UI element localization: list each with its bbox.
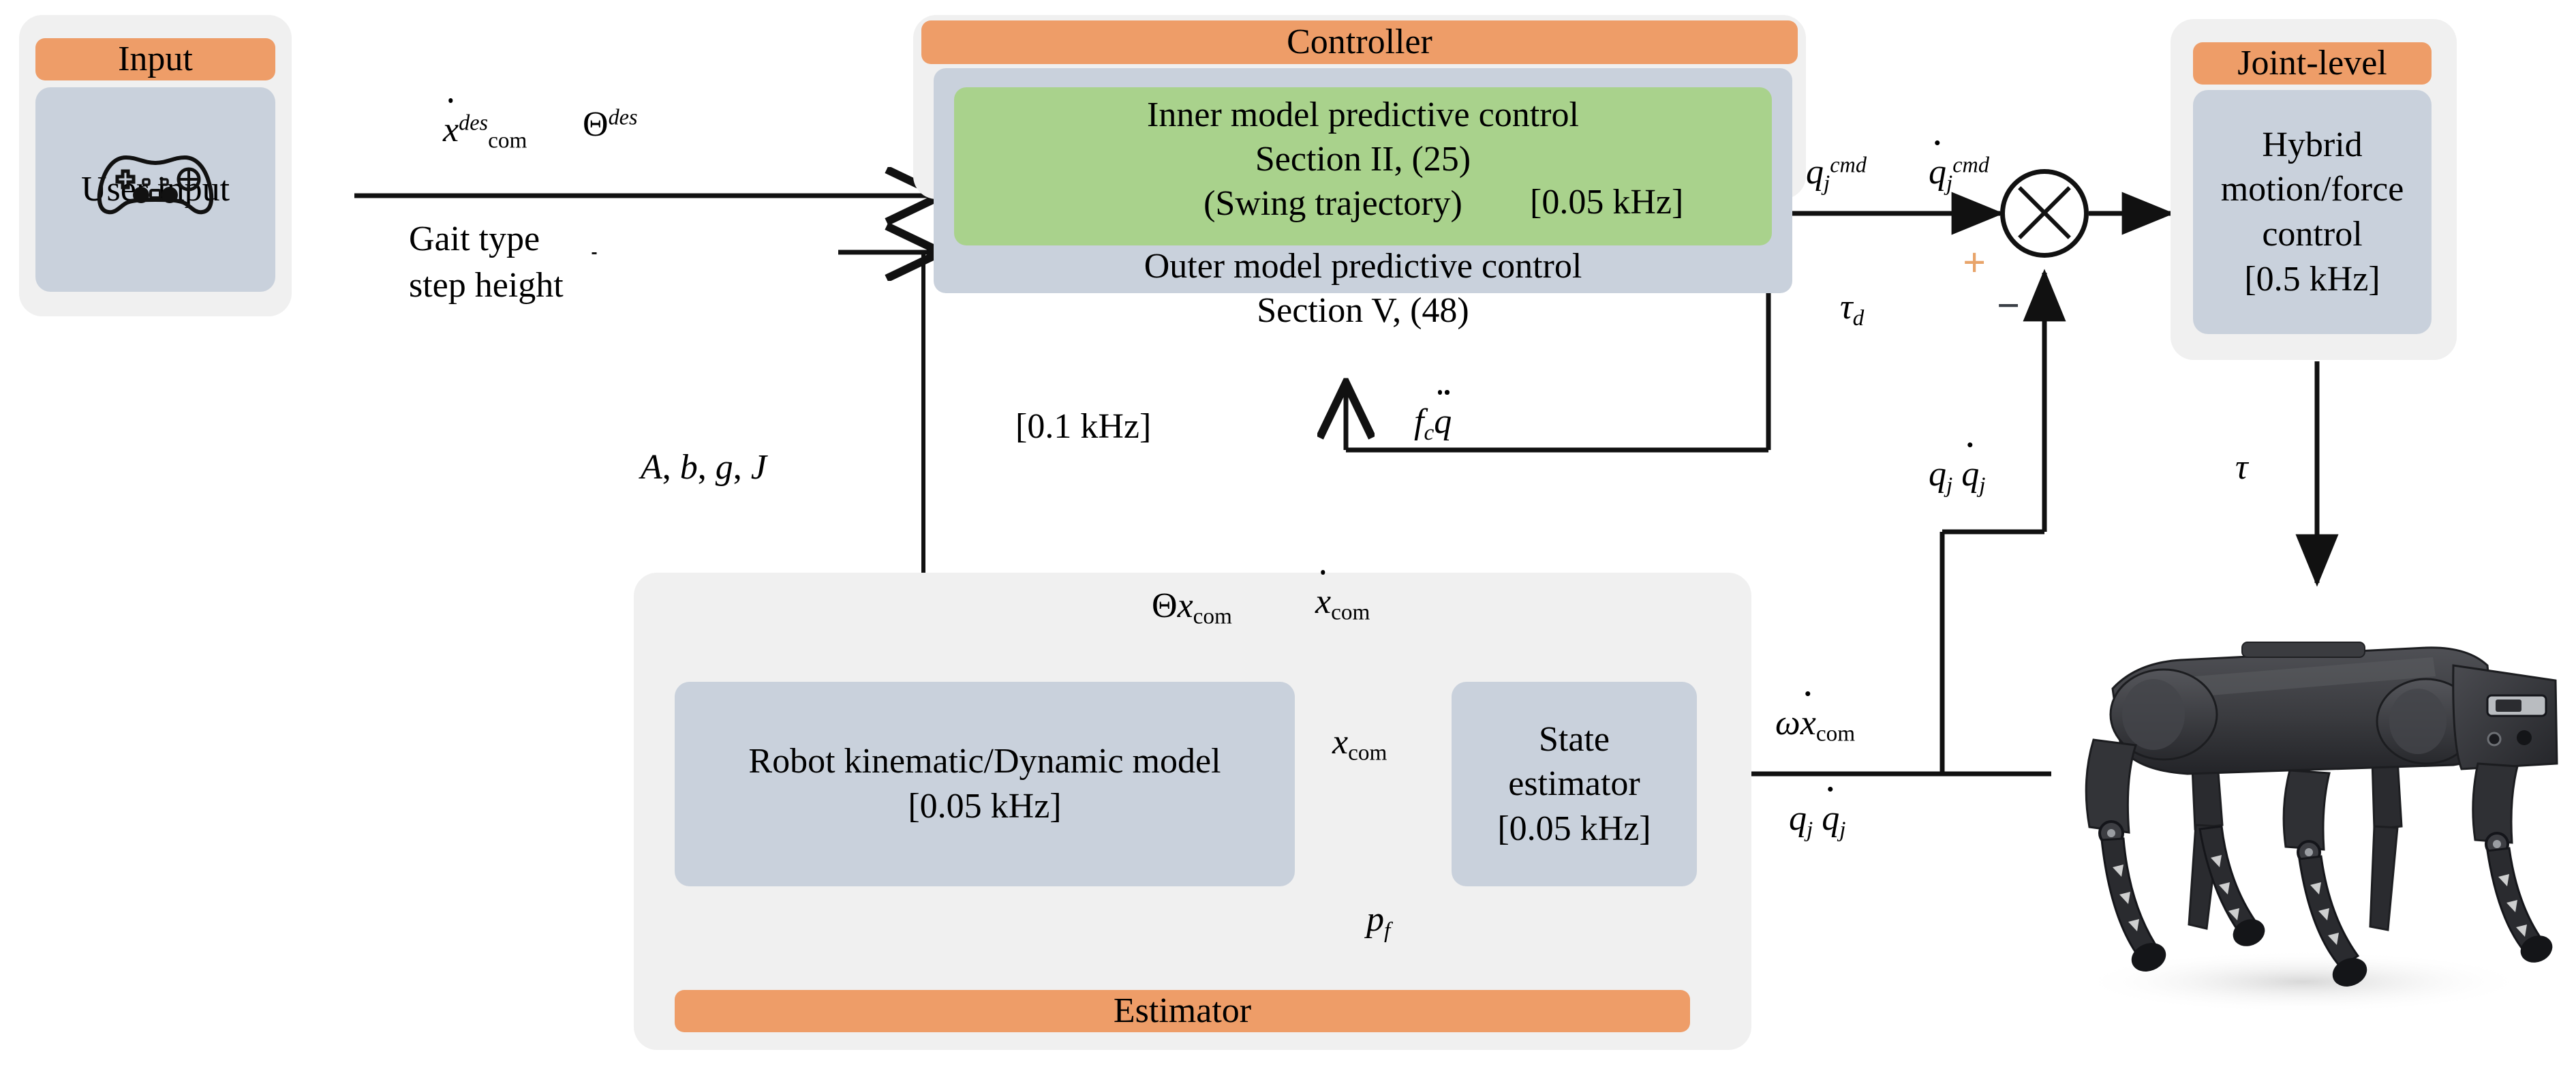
estimator-header: Estimator xyxy=(675,990,1690,1032)
sum-plus-sign: + xyxy=(1963,240,1987,285)
joint-level-line3: control xyxy=(2262,215,2363,254)
quadruped-robot-photo xyxy=(2017,600,2576,1064)
state-estimator-line2: estimator xyxy=(1508,764,1640,804)
input-panel: User input xyxy=(35,87,275,292)
state-estimator-panel: State estimator [0.05 kHz] xyxy=(1452,682,1697,886)
outer-mpc-line2: Section V, (48) xyxy=(1257,291,1469,330)
signal-tau: τ xyxy=(2235,448,2248,487)
inner-mpc-panel xyxy=(954,87,1772,245)
signal-abgj: A, b, g, J xyxy=(641,448,767,487)
gamepad-icon xyxy=(91,141,220,223)
signal-step-height: step height xyxy=(409,266,564,305)
signal-gait-type: Gait type xyxy=(409,220,540,258)
signal-tau-d: τd xyxy=(1840,288,1865,331)
sum-minus-sign: − xyxy=(1997,283,2021,328)
robot-model-panel: Robot kinematic/Dynamic model [0.05 kHz] xyxy=(675,682,1295,886)
joint-level-header: Joint-level xyxy=(2193,42,2432,85)
state-estimator-line1: State xyxy=(1539,719,1610,759)
signal-theta-des: Θdes xyxy=(583,104,638,144)
controller-rate: [0.1 kHz] xyxy=(1015,407,1152,446)
inner-mpc-rate: [0.05 kHz] xyxy=(1530,183,1684,222)
signal-pf: pf xyxy=(1366,900,1391,943)
robot-model-rate: [0.05 kHz] xyxy=(908,787,1062,826)
inner-mpc-line3: (Swing trajectory) xyxy=(1203,184,1462,223)
inner-mpc-line2: Section II, (25) xyxy=(1255,140,1471,179)
signal-qj-cmd: qjcmd xyxy=(1806,152,1867,196)
summing-junction xyxy=(2000,169,2089,258)
outer-mpc-line1: Outer model predictive control xyxy=(1144,247,1582,286)
signal-theta-x-com: Θxcom xyxy=(1152,586,1232,629)
joint-level-line1: Hybrid xyxy=(2262,125,2363,164)
robot-model-line1: Robot kinematic/Dynamic model xyxy=(748,742,1221,781)
input-header: Input xyxy=(35,38,275,80)
inner-mpc-line1: Inner model predictive control xyxy=(1147,95,1579,134)
signal-x-com: xcom xyxy=(1332,723,1387,766)
controller-header: Controller xyxy=(921,20,1798,64)
joint-level-rate: [0.5 kHz] xyxy=(2244,259,2380,299)
signal-fc-qddot: fcq xyxy=(1414,390,1452,447)
joint-level-line2: motion/force xyxy=(2220,170,2404,209)
state-estimator-rate: [0.05 kHz] xyxy=(1497,809,1651,848)
joint-level-panel: Hybrid motion/force control [0.5 kHz] xyxy=(2193,90,2432,334)
